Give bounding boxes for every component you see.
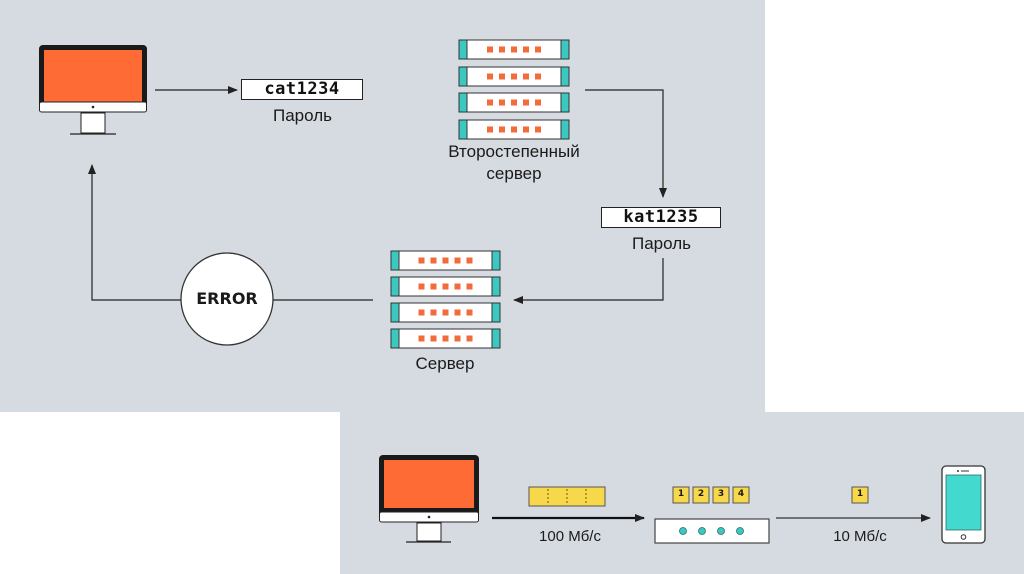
error-text: ERROR [196, 289, 258, 308]
server-unit [458, 119, 570, 140]
server-led [418, 335, 425, 342]
server-unit [458, 39, 570, 60]
server-led [442, 257, 449, 264]
server-led [442, 309, 449, 316]
server-led [535, 73, 541, 80]
router-icon [654, 518, 770, 544]
server-led [454, 335, 461, 342]
server-led [430, 283, 437, 290]
arrow-to-main-server [513, 258, 664, 304]
secondary-server-label-line2: сервер [486, 164, 542, 183]
sender-computer-icon [379, 455, 479, 543]
server-led [487, 46, 493, 53]
server-unit [390, 302, 501, 323]
buffer-packets [672, 486, 750, 504]
buffer-packet [672, 486, 690, 504]
server-led [454, 257, 461, 264]
fast-link-label: 100 Мб/с [539, 528, 601, 545]
server-led [430, 257, 437, 264]
main-server-label: Сервер [415, 354, 475, 373]
server-led [535, 99, 541, 106]
buffer-packet [732, 486, 750, 504]
server-led [523, 126, 529, 133]
server-led [511, 99, 517, 106]
buffer-packet-number: 4 [737, 489, 745, 499]
server-led [499, 46, 505, 53]
server-led [418, 257, 425, 264]
server-led [499, 99, 505, 106]
server-led [499, 126, 505, 133]
client-password-label: Пароль [273, 106, 332, 125]
server-led [442, 335, 449, 342]
server-led [523, 46, 529, 53]
server-led [430, 309, 437, 316]
server-led [511, 46, 517, 53]
arrow-error-to-client [88, 164, 181, 301]
server-led [466, 335, 473, 342]
server-led [418, 309, 425, 316]
secondary-server-icon [458, 39, 570, 140]
server-password-label: Пароль [632, 234, 691, 253]
server-led [466, 257, 473, 264]
server-led [466, 283, 473, 290]
server-led [430, 335, 437, 342]
server-unit [458, 92, 570, 113]
phone-icon [941, 465, 986, 544]
server-led [454, 283, 461, 290]
server-led [523, 73, 529, 80]
server-led [499, 73, 505, 80]
server-led [487, 73, 493, 80]
buffer-packet-number: 3 [717, 489, 725, 499]
server-unit [390, 250, 501, 271]
server-led [511, 126, 517, 133]
server-led [418, 283, 425, 290]
error-circle [180, 252, 274, 346]
server-password-box: kat1235 [601, 207, 721, 228]
sent-packet-number: 1 [856, 489, 864, 499]
server-unit [390, 328, 501, 349]
server-led [487, 99, 493, 106]
buffer-packet [692, 486, 710, 504]
server-unit [390, 276, 501, 297]
server-led [535, 46, 541, 53]
server-led [523, 99, 529, 106]
server-unit [458, 66, 570, 87]
server-led [442, 283, 449, 290]
server-led [511, 73, 517, 80]
secondary-server-label-line1: Второстепенный [448, 142, 580, 161]
main-server-icon [390, 250, 501, 349]
server-led [535, 126, 541, 133]
arrow-to-server-password [585, 89, 667, 198]
server-led [466, 309, 473, 316]
buffer-packet-number: 1 [677, 489, 685, 499]
client-password-box: cat1234 [241, 79, 363, 100]
data-chunk-icon [528, 486, 606, 507]
buffer-packet [712, 486, 730, 504]
client-computer-icon [39, 45, 147, 135]
server-led [487, 126, 493, 133]
sent-packet-icon [851, 486, 869, 504]
slow-link-label: 10 Мб/с [833, 528, 887, 545]
buffer-packet-number: 2 [697, 489, 705, 499]
server-led [454, 309, 461, 316]
